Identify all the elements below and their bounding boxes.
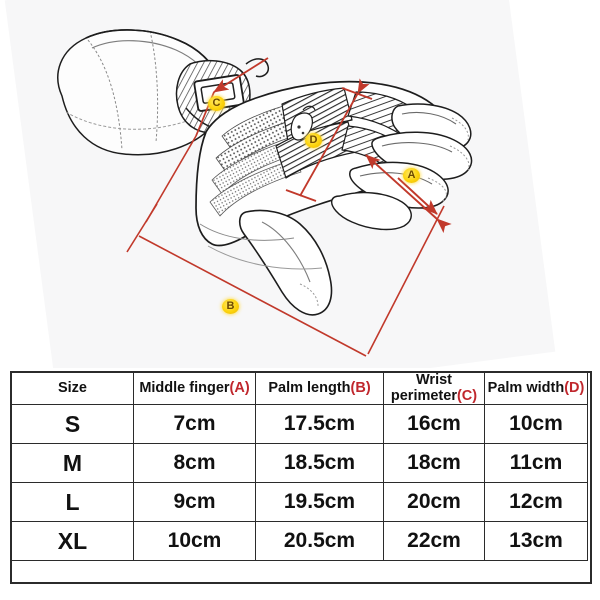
cell-size: XL (11, 521, 134, 561)
cell-middle-finger: 9cm (133, 482, 256, 522)
table-row: M 8cm 18.5cm 18cm 11cm (11, 443, 588, 483)
zip-pull (302, 105, 316, 111)
cell-palm-width: 13cm (484, 521, 588, 561)
column-header-size: Size (11, 372, 134, 405)
column-header-palm-length: Palm length(B) (255, 372, 384, 405)
cell-middle-finger: 10cm (133, 521, 256, 561)
marker-badge-a: A (403, 168, 420, 183)
thumb-seam (261, 221, 311, 283)
marker-badge-b: B (222, 299, 239, 314)
dimension-line-b (138, 235, 367, 357)
cell-palm-length: 17.5cm (255, 404, 384, 444)
zip-dot-2 (301, 131, 305, 135)
cell-palm-length: 18.5cm (255, 443, 384, 483)
fingertip-grip-1 (451, 117, 469, 141)
table-row: XL 10cm 20.5cm 22cm 13cm (11, 521, 588, 561)
cell-palm-width: 11cm (484, 443, 588, 483)
finger-index-seam (401, 111, 457, 125)
cell-size: S (11, 404, 134, 444)
column-header-palm-length-text: Palm length (268, 379, 351, 396)
finger-middle-seam (381, 142, 453, 153)
thumb (238, 209, 333, 316)
cell-middle-finger: 8cm (133, 443, 256, 483)
cell-palm-length: 20.5cm (255, 521, 384, 561)
palm-hem-1 (199, 223, 295, 241)
zip-dot (297, 125, 301, 129)
gauntlet-lower-fold (65, 111, 191, 130)
glove-illustration (57, 29, 473, 357)
cell-palm-length: 19.5cm (255, 482, 384, 522)
dimension-extension-b-left (145, 135, 197, 223)
table-row: S 7cm 17.5cm 16cm 10cm (11, 404, 588, 444)
column-header-palm-width-text: Palm width (487, 379, 565, 396)
column-header-palm-width-ref: (D) (564, 379, 585, 396)
dimension-line-d (299, 78, 370, 197)
column-header-wrist-ref: (C) (456, 387, 478, 404)
dimension-line-d-tick-bottom (285, 189, 317, 202)
cell-wrist-perimeter: 22cm (383, 521, 485, 561)
glove-diagram-area: C D A B (57, 29, 473, 357)
cell-wrist-perimeter: 20cm (383, 482, 485, 522)
rib-panel-4 (209, 158, 302, 217)
dimension-arrow-hand-edge (397, 177, 438, 215)
dimension-line-right-edge (367, 205, 445, 355)
cell-wrist-perimeter: 18cm (383, 443, 485, 483)
column-header-middle-finger-text: Middle finger (139, 379, 230, 396)
cell-wrist-perimeter: 16cm (383, 404, 485, 444)
marker-badge-d: D (305, 133, 322, 148)
table-header-row: Size Middle finger(A) Palm length(B) Wri… (11, 372, 588, 405)
column-header-middle-finger-ref: (A) (229, 379, 250, 396)
gauntlet-seam-1 (87, 39, 123, 151)
dimension-line-c-arrow (213, 57, 269, 93)
column-header-wrist-line2: perimeter (390, 387, 457, 404)
palm-hem-2 (207, 245, 323, 270)
dimension-line-d-tick-top (341, 87, 373, 100)
table-row: L 9cm 19.5cm 20cm 12cm (11, 482, 588, 522)
cell-size: L (11, 482, 134, 522)
wrist-pull-loop (245, 58, 270, 78)
column-header-wrist-line1: Wrist (416, 372, 452, 389)
marker-badge-c: C (208, 96, 225, 111)
column-header-palm-width: Palm width(D) (484, 372, 588, 405)
column-header-palm-length-ref: (B) (350, 379, 371, 396)
cell-palm-width: 12cm (484, 482, 588, 522)
measurement-lines (126, 57, 452, 357)
column-header-middle-finger: Middle finger(A) (133, 372, 256, 405)
cell-palm-width: 10cm (484, 404, 588, 444)
size-chart-table: Size Middle finger(A) Palm length(B) Wri… (11, 372, 588, 561)
cell-middle-finger: 7cm (133, 404, 256, 444)
cell-size: M (11, 443, 134, 483)
